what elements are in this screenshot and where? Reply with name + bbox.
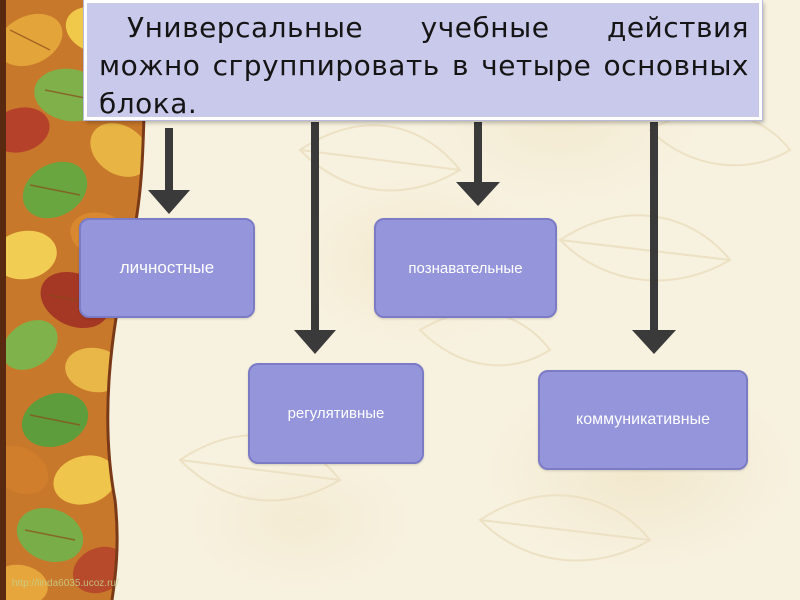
block-cognitive: познавательные	[374, 218, 557, 318]
arrow-personal	[148, 128, 190, 214]
block-regulative: регулятивные	[248, 363, 424, 464]
footer-url: http://linda6035.ucoz.ru/	[12, 578, 119, 589]
title-box: Универсальные учебные действия можно сгр…	[84, 0, 762, 120]
block-communicative: коммуникативные	[538, 370, 748, 470]
arrow-cognitive	[456, 122, 500, 206]
slide-title: Универсальные учебные действия можно сгр…	[99, 11, 749, 120]
arrow-regulative	[294, 122, 336, 354]
block-personal: личностные	[79, 218, 255, 318]
arrow-communicative	[632, 122, 676, 354]
